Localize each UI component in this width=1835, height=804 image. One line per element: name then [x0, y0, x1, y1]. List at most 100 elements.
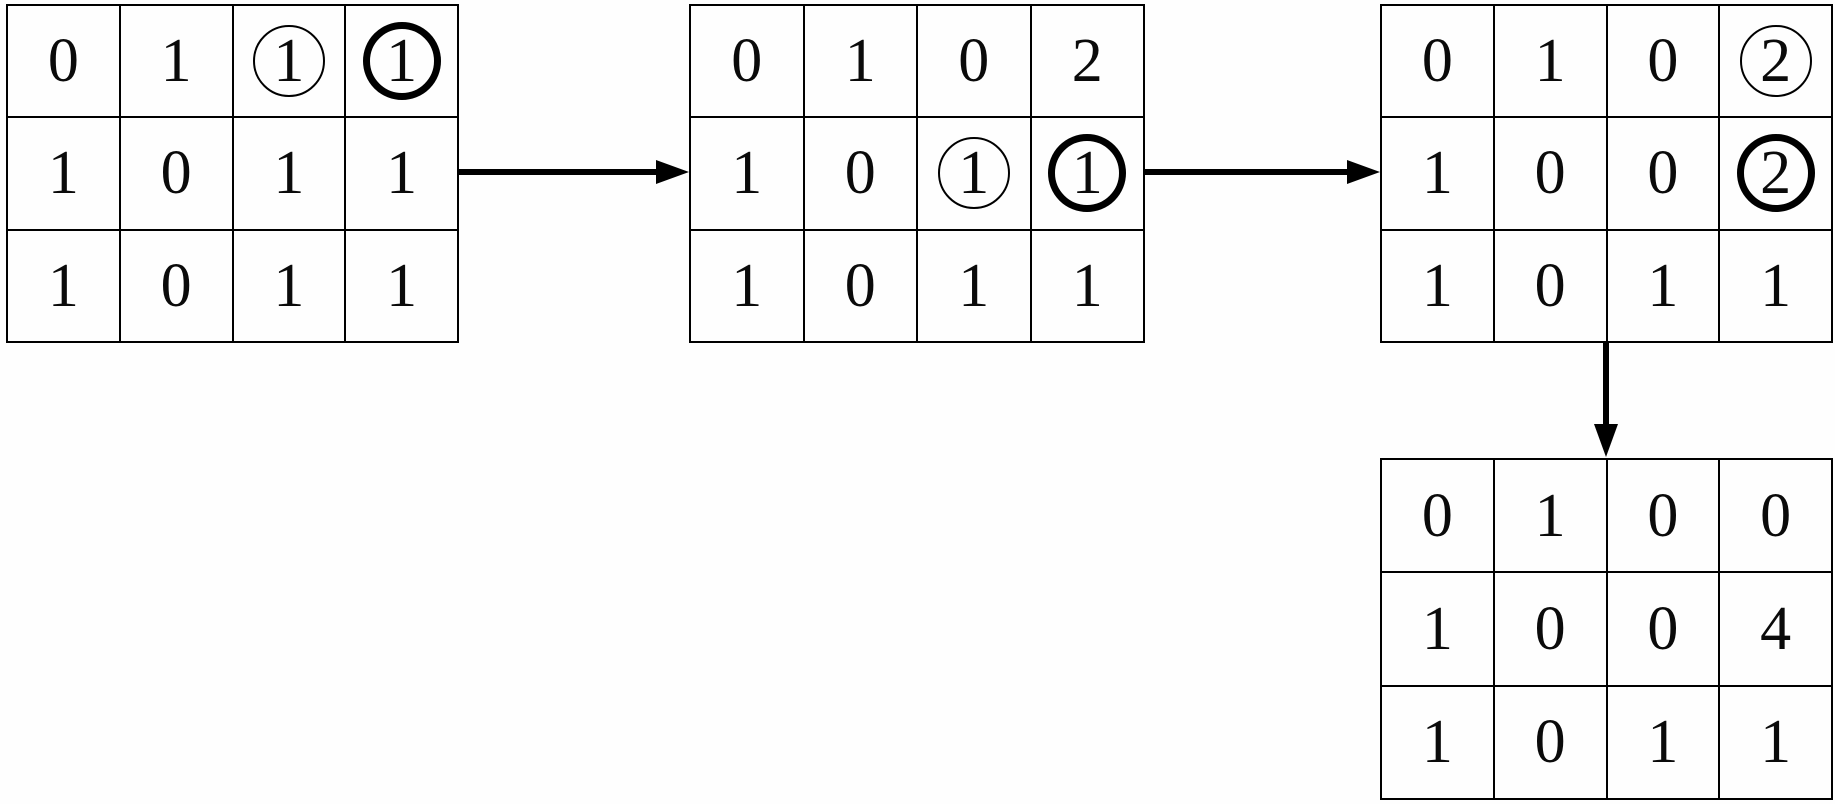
- matrix-cell: 1: [918, 230, 1030, 341]
- thin-circle-value: 1: [252, 25, 325, 98]
- matrix-cell: 1: [1494, 6, 1606, 117]
- bold-circle-value: 2: [1736, 134, 1815, 213]
- matrix-cell: 2: [1720, 118, 1831, 229]
- matrix-cell: 4: [1720, 573, 1831, 685]
- cell-value: 1: [273, 251, 305, 320]
- cell-value: 0: [160, 139, 192, 208]
- cell-value: 0: [1647, 139, 1679, 208]
- matrix-cell: 2: [1720, 6, 1831, 117]
- matrix-cell: 0: [804, 230, 916, 341]
- matrix-cell: 1: [346, 230, 457, 341]
- matrix-cell: 0: [918, 6, 1030, 117]
- cell-value: 0: [1647, 27, 1679, 96]
- matrix-cell: 0: [120, 118, 232, 229]
- matrix-cell: 0: [1494, 230, 1606, 341]
- matrix-cell: 2: [1031, 6, 1143, 117]
- cell-value: 1: [1421, 251, 1453, 320]
- cell-value: 4: [1760, 594, 1792, 663]
- cell-value: 1: [1421, 594, 1453, 663]
- matrix-cell: 1: [804, 6, 916, 117]
- cell-value: 0: [1647, 481, 1679, 550]
- matrix-cell: 1: [233, 118, 345, 229]
- cell-value: 1: [1534, 481, 1566, 550]
- cell-value: 1: [958, 251, 990, 320]
- cell-value: 1: [47, 251, 79, 320]
- cell-value: 1: [1760, 251, 1792, 320]
- cell-value: 0: [160, 251, 192, 320]
- matrix-cell: 1: [1382, 573, 1493, 685]
- cell-value: 0: [844, 251, 876, 320]
- thin-circle-value: 2: [1739, 25, 1812, 98]
- matrix-cell: 0: [1607, 118, 1719, 229]
- cell-value: 0: [1647, 594, 1679, 663]
- cell-value: 1: [273, 139, 305, 208]
- cell-value: 2: [1071, 27, 1103, 96]
- matrix-cell: 1: [233, 6, 345, 117]
- matrix-cell: 1: [691, 118, 803, 229]
- cell-value: 1: [731, 139, 763, 208]
- matrix-cell: 1: [1720, 686, 1831, 798]
- cell-value: 0: [731, 27, 763, 96]
- cell-value: 1: [386, 251, 418, 320]
- cell-value: 1: [1421, 139, 1453, 208]
- matrix-cell: 1: [691, 230, 803, 341]
- matrix-cell: 1: [8, 230, 119, 341]
- cell-value: 0: [958, 27, 990, 96]
- cell-value: 1: [1647, 251, 1679, 320]
- matrix-cell: 0: [1607, 460, 1719, 572]
- cell-value: 0: [1421, 27, 1453, 96]
- arrow-right-icon: [458, 152, 689, 192]
- cell-value: 1: [1647, 708, 1679, 777]
- matrix-cell: 0: [1382, 460, 1493, 572]
- cell-value: 1: [160, 27, 192, 96]
- cell-value: 1: [47, 139, 79, 208]
- cell-value: 1: [1421, 708, 1453, 777]
- matrix-cell: 1: [1031, 118, 1143, 229]
- cell-value: 0: [844, 139, 876, 208]
- matrix-cell: 1: [233, 230, 345, 341]
- matrix-cell: 0: [1382, 6, 1493, 117]
- matrix-cell: 1: [1031, 230, 1143, 341]
- matrix-cell: 1: [346, 6, 457, 117]
- matrix-cell: 1: [8, 118, 119, 229]
- matrix-step-4: 0 1 0 0 1 0 0 4 1 0 1 1: [1380, 458, 1833, 800]
- matrix-cell: 0: [804, 118, 916, 229]
- cell-value: 0: [1534, 139, 1566, 208]
- matrix-cell: 0: [1494, 573, 1606, 685]
- cell-value: 0: [47, 27, 79, 96]
- cell-value: 1: [386, 139, 418, 208]
- arrow-down-icon: [1586, 343, 1626, 457]
- cell-value: 0: [1534, 708, 1566, 777]
- matrix-cell: 0: [1494, 686, 1606, 798]
- matrix-cell: 1: [1720, 230, 1831, 341]
- cell-value: 0: [1421, 481, 1453, 550]
- matrix-cell: 1: [1494, 460, 1606, 572]
- cell-value: 0: [1760, 481, 1792, 550]
- matrix-cell: 0: [691, 6, 803, 117]
- cell-value: 0: [1534, 594, 1566, 663]
- matrix-cell: 0: [1494, 118, 1606, 229]
- cell-value: 1: [1760, 708, 1792, 777]
- matrix-cell: 1: [1607, 230, 1719, 341]
- matrix-cell: 1: [346, 118, 457, 229]
- matrix-cell: 1: [120, 6, 232, 117]
- matrix-cell: 1: [1382, 686, 1493, 798]
- cell-value: 1: [1534, 27, 1566, 96]
- matrix-cell: 1: [1382, 230, 1493, 341]
- cell-value: 0: [1534, 251, 1566, 320]
- bold-circle-value: 1: [362, 22, 441, 101]
- matrix-cell: 0: [1720, 460, 1831, 572]
- bold-circle-value: 1: [1048, 134, 1127, 213]
- matrix-cell: 0: [1607, 6, 1719, 117]
- cell-value: 1: [731, 251, 763, 320]
- matrix-cell: 0: [1607, 573, 1719, 685]
- matrix-cell: 1: [918, 118, 1030, 229]
- matrix-cell: 0: [120, 230, 232, 341]
- arrow-right-icon: [1145, 152, 1380, 192]
- thin-circle-value: 1: [937, 137, 1010, 210]
- cell-value: 1: [1071, 251, 1103, 320]
